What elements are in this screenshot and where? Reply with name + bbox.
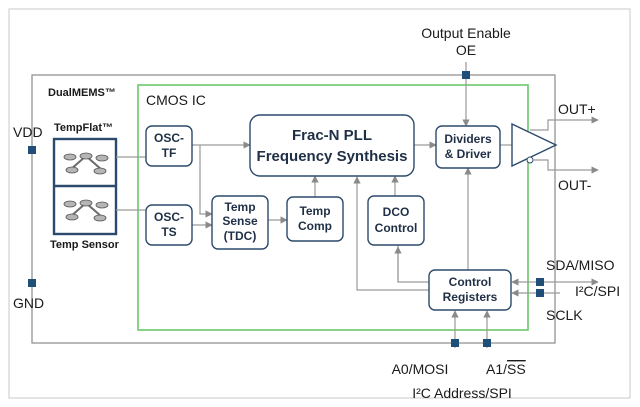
svg-text:Temp: Temp: [299, 204, 330, 218]
temp-sensor-label: Temp Sensor: [50, 239, 120, 251]
svg-text:(TDC): (TDC): [224, 229, 257, 243]
a1-ss-label: A1/SS: [486, 361, 526, 377]
a0-pin-icon: [451, 339, 459, 347]
oe-label: OE: [456, 42, 476, 58]
sclk-label: SCLK: [546, 307, 583, 323]
cmos-ic-label: CMOS IC: [146, 92, 206, 108]
tempflat-label: TempFlat™: [54, 122, 113, 134]
temp-comp-block: Temp Comp: [286, 196, 344, 242]
svg-text:Comp: Comp: [298, 219, 332, 233]
svg-text:Frac-N PLL: Frac-N PLL: [292, 127, 372, 144]
mems-resonator-tf-icon: [63, 152, 109, 175]
cmos-ic-region: [137, 84, 529, 331]
output-enable-label: Output Enable: [421, 25, 511, 41]
svg-text:DCO: DCO: [383, 205, 410, 219]
svg-text:Control: Control: [375, 221, 418, 235]
svg-text:OSC-: OSC-: [154, 210, 184, 224]
osc-tf-block: OSC- TF: [145, 125, 193, 167]
svg-text:Frequency Synthesis: Frequency Synthesis: [257, 148, 408, 165]
svg-text:TS: TS: [161, 225, 176, 239]
output-buffer-icon: [511, 122, 558, 168]
svg-text:Dividers: Dividers: [444, 132, 492, 146]
svg-text:Sense: Sense: [222, 214, 258, 228]
dco-control-block: DCO Control: [367, 195, 425, 246]
frac-n-pll-block: Frac-N PLL Frequency Synthesis: [249, 114, 415, 177]
osc-ts-block: OSC- TS: [145, 204, 193, 246]
svg-text:TF: TF: [162, 146, 177, 160]
temp-sense-block: Temp Sense (TDC): [211, 195, 269, 250]
svg-text:OSC-: OSC-: [154, 131, 184, 145]
ss-overbar-text: SS: [507, 361, 526, 377]
sda-pin-icon: [536, 278, 544, 286]
oe-pin-icon: [462, 71, 470, 79]
out-plus-label: OUT+: [558, 101, 596, 117]
sclk-pin-icon: [536, 289, 544, 297]
gnd-label: GND: [13, 295, 44, 311]
gnd-pin-icon: [28, 279, 36, 287]
a0-mosi-label: A0/MOSI: [392, 361, 449, 377]
vdd-pin-icon: [28, 146, 36, 154]
outer-frame: [8, 8, 631, 399]
svg-text:Registers: Registers: [443, 290, 498, 304]
control-registers-block: Control Registers: [428, 269, 512, 311]
svg-text:Control: Control: [449, 275, 492, 289]
dualmems-label: DualMEMS™: [48, 87, 116, 99]
i2c-spi-label: I²C/SPI: [575, 283, 620, 299]
svg-text:Temp: Temp: [224, 200, 255, 214]
dividers-driver-block: Dividers & Driver: [435, 125, 501, 169]
vdd-label: VDD: [13, 124, 43, 140]
svg-text:& Driver: & Driver: [445, 147, 492, 161]
sda-miso-label: SDA/MISO: [546, 257, 615, 273]
out-minus-label: OUT-: [558, 177, 592, 193]
i2c-address-spi-label: I²C Address/SPI: [412, 385, 512, 401]
a1-pin-icon: [483, 339, 491, 347]
mems-resonator-ts-icon: [63, 199, 109, 222]
dualmems-package: [31, 74, 556, 344]
